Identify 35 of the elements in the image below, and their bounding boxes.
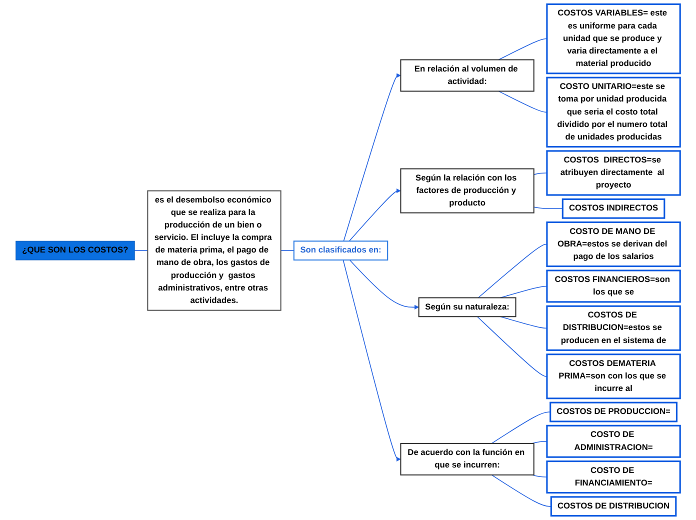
node-box: COSTOS DIRECTOS=se atribuyen directamente al proyecto <box>546 150 681 196</box>
node-box: COSTO DE ADMINISTRACION= <box>546 424 681 458</box>
connector <box>491 412 551 444</box>
node-box: COSTO UNITARIO=este se toma por unidad producida que seria el costo total dividido por el numero total de unidades producidas <box>546 76 681 148</box>
connector <box>476 316 548 377</box>
node-box: COSTO DE FINANCIAMIENTO= <box>546 460 681 494</box>
node-box: COSTOS INDIRECTOS <box>562 198 666 219</box>
arrow <box>343 73 401 242</box>
node-box: ¿QUE SON LOS COSTOS? <box>16 240 135 260</box>
connector <box>498 90 548 113</box>
connector <box>498 38 548 60</box>
connector <box>533 206 564 210</box>
node-box: COSTOS DE DISTRIBUCION=estos se producen en el sistema de <box>546 305 681 351</box>
node-box: COSTOS DEMATERIA PRIMA=son con los que se incurre al <box>546 354 681 400</box>
connector <box>491 474 552 507</box>
node-box: Según la relación con los factores de producción y producto <box>400 168 534 214</box>
connector <box>478 244 548 298</box>
connector <box>134 250 148 251</box>
node-box: COSTO DE MANO DE OBRA=estos se derivan del pago de los salarios <box>546 221 681 268</box>
arrow <box>348 188 401 242</box>
node-box: Según su naturaleza: <box>418 297 516 318</box>
arrow <box>342 260 401 462</box>
node-box: es el desembolso económico que se realiza para la producción de un bien o servicio. El incluye la compra de materia prima, el pago de mano de obra, los gastos de producción y gastos administrativos, entre otras actividades. <box>147 190 282 311</box>
node-box: De acuerdo con la función en que se incurren: <box>400 442 534 476</box>
node-box: COSTOS DE PRODUCCION= <box>550 402 678 422</box>
node-box: En relación al volumen de actividad: <box>400 59 534 92</box>
node-box: COSTOS VARIABLES= este es uniforme para cada unidad que se produce y varia directamente a el material producido <box>546 3 681 74</box>
node-box: Son clasificados en: <box>293 240 388 261</box>
node-box: COSTOS FINANCIEROS=son los que se <box>546 270 681 303</box>
connector <box>531 440 548 444</box>
connector <box>531 474 548 478</box>
connector <box>533 172 548 175</box>
connector <box>280 250 294 251</box>
arrow <box>349 260 420 310</box>
node-box: COSTOS DE DISTRIBUCION <box>550 496 677 517</box>
